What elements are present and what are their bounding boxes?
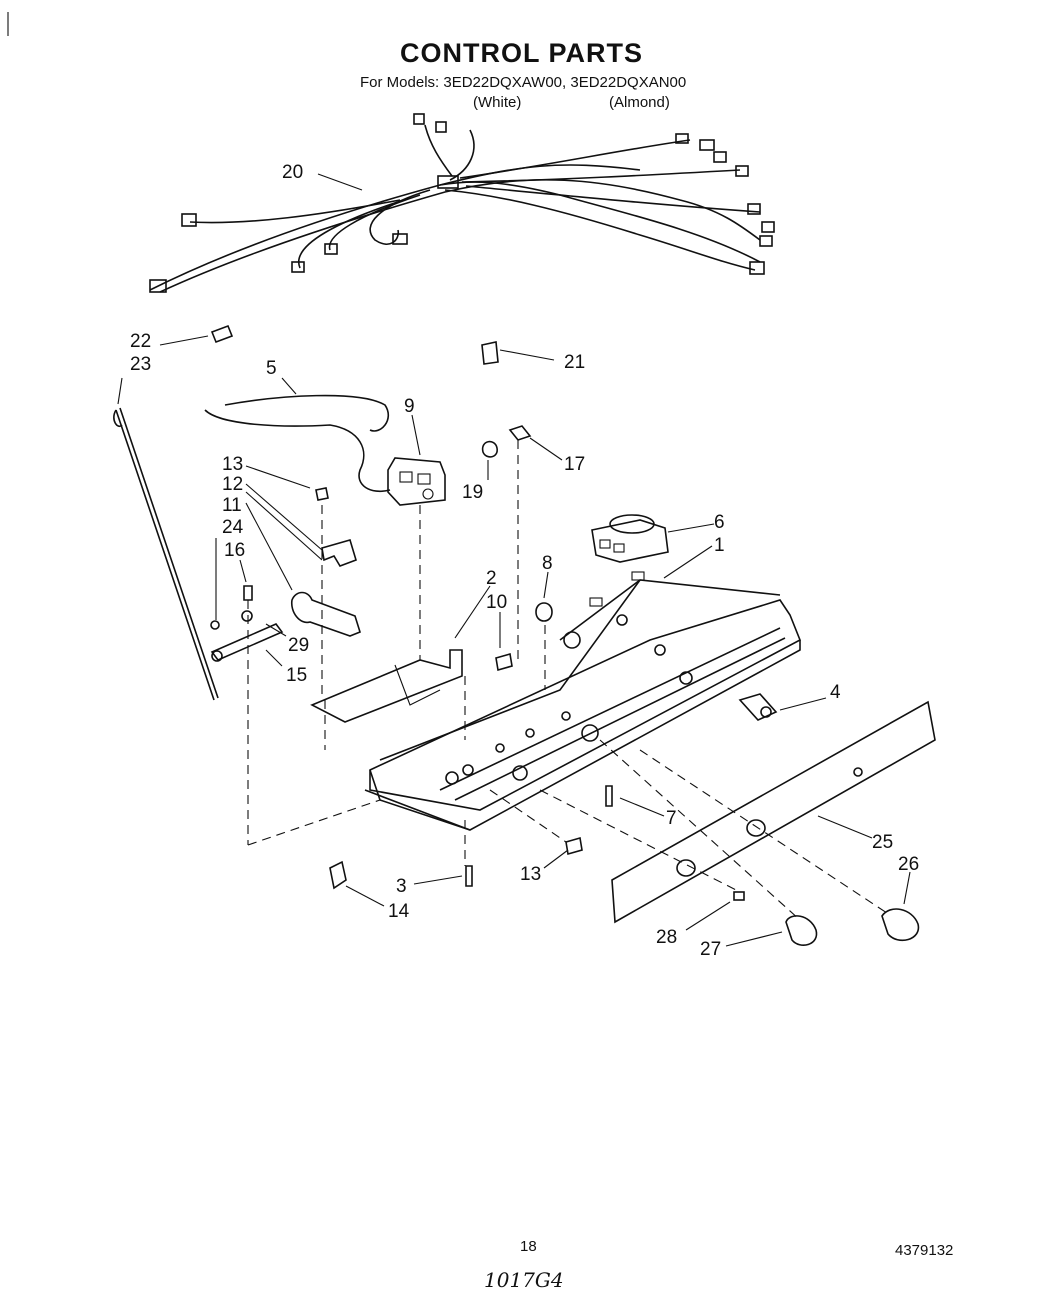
callout-label: 21 <box>564 352 585 373</box>
page-title: CONTROL PARTS <box>399 38 643 68</box>
trim-panel-part-25 <box>611 700 936 924</box>
callout-labels: 20 22 23 21 5 9 13 12 11 24 16 19 17 6 1… <box>130 162 919 960</box>
callout-label: 7 <box>666 808 677 829</box>
callout-label: 8 <box>542 553 553 574</box>
bracket-part-2 <box>310 649 463 723</box>
callout-label: 15 <box>286 665 307 686</box>
rod-part-23 <box>115 409 215 701</box>
color-white-label: (White) <box>473 94 522 111</box>
bracket-part-12 <box>321 539 357 567</box>
screw-part-7 <box>605 785 613 807</box>
retainer-part-24 <box>210 620 220 630</box>
knob-part-27 <box>785 915 818 946</box>
callout-label: 2 <box>486 568 497 589</box>
page-number: 18 <box>520 1238 537 1255</box>
callout-label: 13 <box>520 864 541 885</box>
assembly-lines <box>247 440 891 921</box>
color-almond-label: (Almond) <box>609 94 670 111</box>
callout-label: 14 <box>388 901 410 922</box>
callout-label: 23 <box>130 354 151 375</box>
knob-part-26 <box>881 908 920 942</box>
models-line: For Models: 3ED22DQXAW00, 3ED22DQXAN00 <box>360 74 687 91</box>
callout-label: 25 <box>872 832 893 853</box>
washer-part <box>241 610 253 622</box>
screw-part-3 <box>465 865 473 887</box>
callout-label: 10 <box>486 592 507 613</box>
clip-part-14 <box>329 860 347 890</box>
handwritten-note: 1017G4 <box>484 1268 564 1292</box>
wiring-harness-part <box>149 113 775 293</box>
callout-label: 13 <box>222 454 243 475</box>
callout-label: 9 <box>404 396 415 417</box>
thermostat-part-9 <box>387 457 446 506</box>
callout-label: 29 <box>288 635 309 656</box>
leader-lines <box>117 173 911 947</box>
callout-label: 28 <box>656 927 677 948</box>
screw-part-10 <box>495 652 513 672</box>
callout-label: 12 <box>222 474 243 495</box>
control-part-11 <box>290 591 361 637</box>
callout-label: 5 <box>266 358 277 379</box>
callout-label: 1 <box>714 535 725 556</box>
callout-label: 24 <box>222 517 244 538</box>
callout-label: 3 <box>396 876 407 897</box>
lever-part-15 <box>210 623 284 661</box>
clip-part-21 <box>481 341 499 365</box>
callout-label: 27 <box>700 939 721 960</box>
callout-label: 17 <box>564 454 585 475</box>
capillary-tube-part-5 <box>224 394 390 432</box>
callout-label: 20 <box>282 162 303 183</box>
callout-label: 19 <box>462 482 483 503</box>
screw-part-16 <box>243 585 253 601</box>
callout-label: 11 <box>222 495 242 516</box>
clip-part-22 <box>210 324 234 344</box>
control-housing-part-1 <box>364 571 802 831</box>
knob-part-8 <box>535 602 553 622</box>
callout-label: 6 <box>714 512 725 533</box>
callout-label: 4 <box>830 682 841 703</box>
screw-part-13 <box>315 487 329 501</box>
screw-part-13-lower <box>565 836 583 856</box>
callout-label: 22 <box>130 331 151 352</box>
callout-label: 26 <box>898 854 919 875</box>
callout-label: 16 <box>224 540 245 561</box>
switch-part-4 <box>738 693 778 721</box>
defrost-timer-part-6 <box>591 514 669 563</box>
document-number: 4379132 <box>895 1242 954 1259</box>
bulb-part-19 <box>481 440 498 458</box>
retainer-part-28 <box>733 891 745 901</box>
bulb-socket-part-17 <box>508 425 532 441</box>
